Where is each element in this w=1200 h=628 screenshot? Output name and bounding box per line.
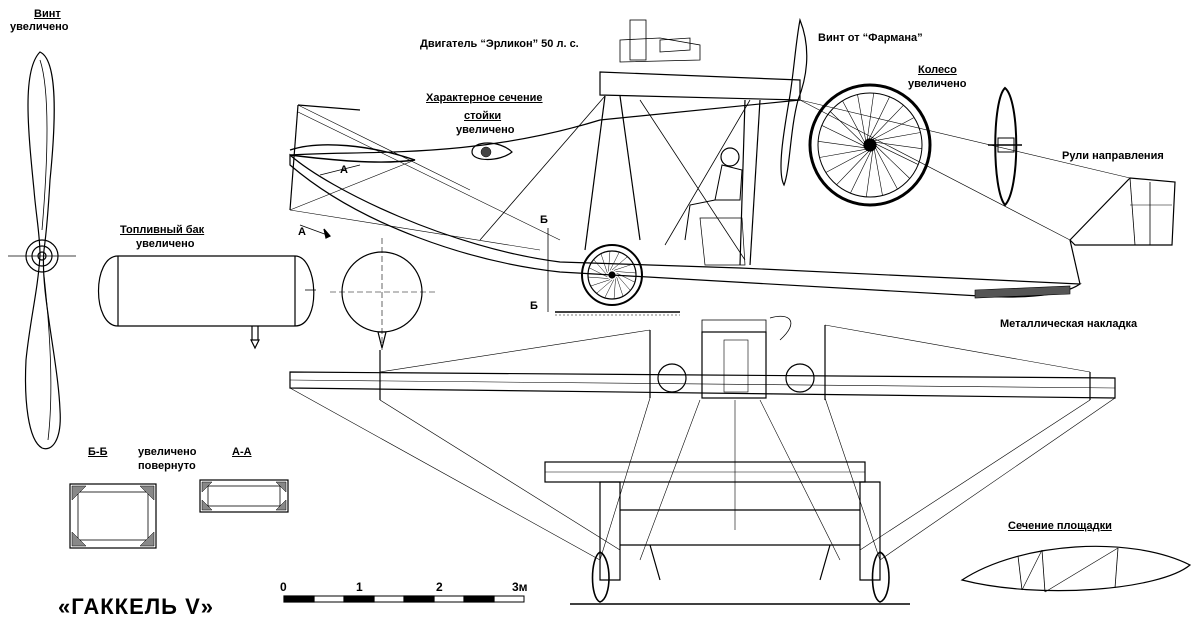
wheel-spoke: [866, 93, 875, 141]
wheel-spoke: [611, 256, 628, 271]
scale-bar: [283, 595, 525, 603]
drawing-title: «ГАККЕЛЬ V»: [58, 594, 215, 619]
label-propeller-enlarged: увеличено: [10, 21, 69, 33]
wheel-spoke: [608, 251, 611, 272]
wheel-spoke: [819, 148, 868, 158]
wheel-spoke: [818, 140, 866, 149]
wheel-spoke: [821, 125, 866, 147]
side-view: [289, 17, 1176, 316]
wheel-spoke: [871, 117, 915, 141]
wheel-spoke: [615, 271, 636, 274]
label-mark-a1: А: [340, 164, 348, 176]
wheel-spoke: [590, 279, 611, 287]
front-view: [289, 315, 1116, 605]
wheel-spoke: [850, 149, 872, 194]
wheel-spoke: [830, 111, 866, 146]
label-fuel-tank-enlarged: увеличено: [136, 238, 195, 250]
wheel-spoke: [874, 141, 922, 150]
wheel-spoke: [600, 253, 608, 274]
wheel-spoke: [872, 132, 921, 142]
wheel-spoke: [874, 144, 910, 179]
label-wheel-enlarged: увеличено: [908, 78, 967, 90]
label-propeller: Винт: [34, 8, 61, 20]
wheel-spoke: [593, 259, 608, 276]
label-strut-section-3: увеличено: [456, 124, 515, 136]
label-mark-b2: Б: [530, 300, 538, 312]
scale-tick-1: 1: [356, 580, 363, 594]
label-rudders: Рули направления: [1062, 150, 1164, 162]
wheel-spoke: [613, 278, 616, 299]
label-section-bb: Б-Б: [88, 446, 108, 458]
section-aa: [199, 479, 289, 513]
propeller-view: [8, 51, 76, 450]
wheel-spoke: [865, 149, 874, 197]
wheel-spoke: [604, 279, 615, 298]
wheel-side-view: [988, 86, 1022, 207]
label-wheel: Колесо: [918, 64, 957, 76]
wheel-spoke: [589, 267, 608, 278]
strut-section: [471, 142, 513, 161]
wheel-spoke: [873, 147, 883, 196]
wheel-view: [808, 83, 932, 207]
section-bb: [69, 483, 157, 549]
fuel-tank-view: [97, 255, 316, 350]
label-strut-section-1: Характерное сечение: [426, 92, 543, 104]
scale-tick-2: 2: [436, 580, 443, 594]
label-metal-plate: Металлическая накладка: [1000, 318, 1138, 330]
wheel-spoke: [616, 276, 624, 297]
scale-tick-0: 0: [280, 580, 287, 594]
wheel-spoke: [613, 263, 634, 271]
label-platform-section: Сечение площадки: [1008, 520, 1112, 532]
wheel-spoke: [596, 279, 613, 294]
wheel-spoke: [616, 274, 631, 291]
wheel-spoke: [874, 143, 919, 165]
wheel-spoke: [609, 252, 620, 271]
label-engine: Двигатель “Эрликон” 50 л. с.: [420, 38, 579, 50]
wheel-spoke: [874, 146, 898, 190]
label-fuel-tank: Топливный бак: [120, 224, 205, 236]
wheel-spoke: [616, 272, 635, 283]
label-bb-rotated: повернуто: [138, 460, 196, 472]
wheel-spoke: [825, 149, 869, 173]
label-bb-enlarged: увеличено: [138, 446, 197, 458]
label-mark-b1: Б: [540, 214, 548, 226]
label-section-aa: А-А: [232, 446, 252, 458]
fuel-tank-section: [330, 238, 436, 350]
wheel-spoke: [588, 276, 609, 279]
wheel-spoke: [857, 94, 867, 143]
wheel-spoke: [842, 100, 866, 144]
wheel-spoke: [868, 96, 890, 141]
platform-section: [960, 545, 1192, 593]
wheel-spoke: [836, 149, 871, 185]
wheel-spoke: [869, 105, 904, 141]
label-mark-a2: А: [298, 226, 306, 238]
scale-tick-3: 3м: [512, 580, 528, 594]
label-farman-prop: Винт от “Фармана”: [818, 32, 923, 44]
label-strut-section-2: стойки: [464, 110, 502, 122]
